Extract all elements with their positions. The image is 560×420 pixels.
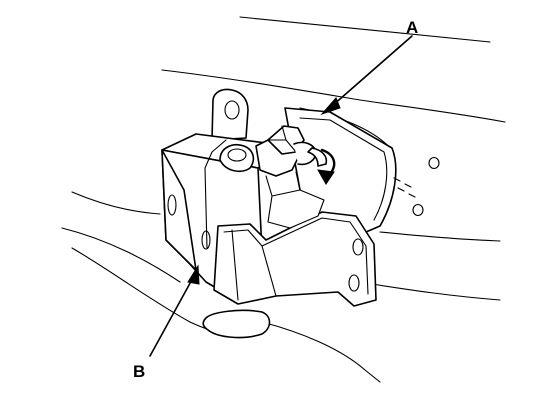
callout-b-label: B <box>133 362 145 381</box>
housing-step-lines <box>204 139 227 249</box>
rotation-arrow-icon <box>317 148 336 185</box>
front-bracket <box>213 171 377 307</box>
rotation-arrow-head <box>317 169 335 185</box>
frame-rail <box>202 309 271 339</box>
upper-tab-hole <box>224 100 240 120</box>
callout-b-arrowhead <box>187 264 200 285</box>
center-stud <box>255 125 328 177</box>
callout-a-leader <box>331 35 413 107</box>
callout-b-leader <box>149 275 195 357</box>
upper-tab <box>211 88 249 141</box>
body-line-top <box>239 16 491 43</box>
bracket-plate <box>213 211 377 307</box>
frame-boss <box>202 309 271 339</box>
callout-b: B <box>133 264 200 381</box>
cap-center <box>227 148 247 162</box>
frame-line-left <box>61 227 181 283</box>
frame-line-upper-left <box>71 191 161 215</box>
hidden-line-dashes <box>393 177 416 198</box>
housing-lower-hole <box>201 230 211 250</box>
bracket-plate-edge <box>223 217 369 295</box>
insulator-posts <box>265 171 301 197</box>
callout-a-arrowhead <box>320 97 341 116</box>
bracket-flange-edge <box>299 117 388 221</box>
bracket-hole-lower <box>348 274 360 292</box>
body-line-right <box>379 231 501 242</box>
callout-a: A <box>320 18 418 116</box>
housing-side-hole <box>167 194 177 216</box>
frame-line-bottom <box>261 321 381 383</box>
body-hole-upper <box>428 156 440 170</box>
bracket-fold-lines <box>231 229 277 301</box>
bracket-hole-upper <box>352 238 364 256</box>
housing-left-side <box>161 149 197 271</box>
body-line-upper <box>161 69 506 123</box>
mount-cap <box>219 144 255 173</box>
nut-hex-edges <box>267 125 297 153</box>
body-hole-lower <box>412 203 424 217</box>
body-line-lower-right <box>371 283 501 301</box>
callout-a-label: A <box>406 18 418 37</box>
stud-tip <box>307 147 328 167</box>
